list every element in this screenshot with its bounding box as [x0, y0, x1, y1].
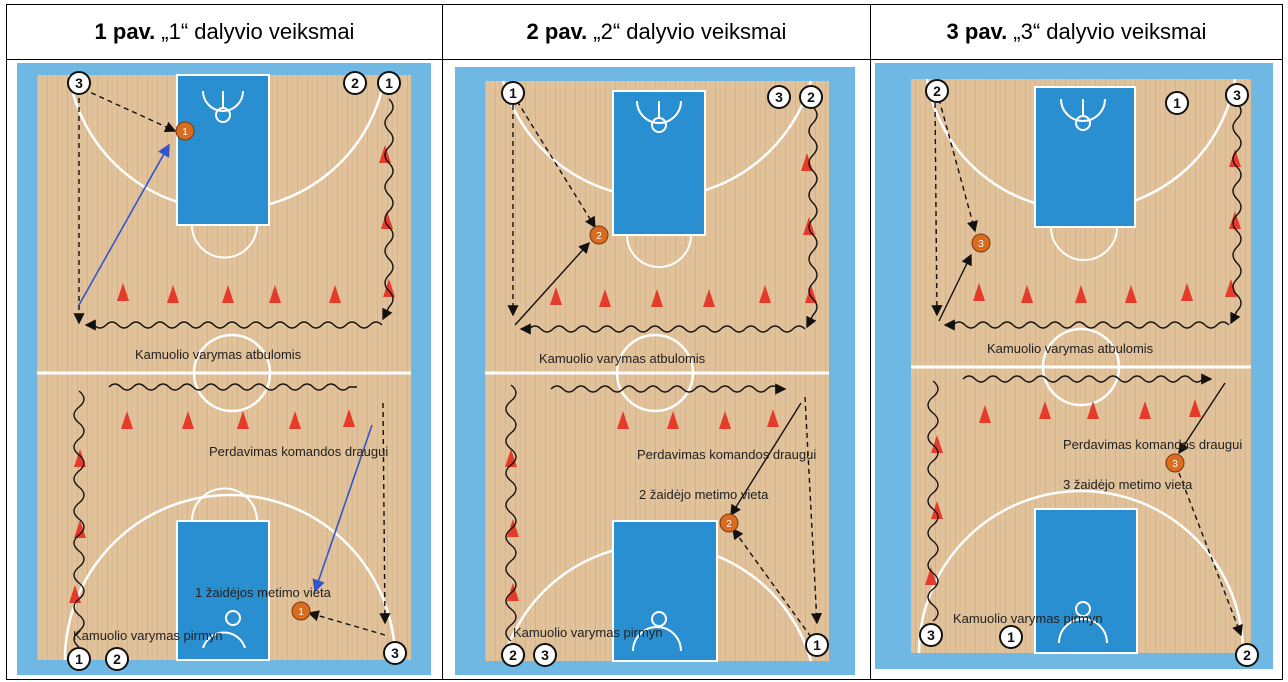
svg-text:3: 3 — [541, 647, 549, 663]
player-marker: 2 — [1236, 644, 1258, 666]
header-divider — [7, 59, 1282, 60]
svg-text:1: 1 — [298, 607, 304, 618]
player-marker: 3 — [384, 642, 406, 664]
player-marker: 2 — [800, 86, 822, 108]
svg-text:2: 2 — [933, 83, 941, 99]
svg-text:2: 2 — [509, 647, 517, 663]
header-3-text: „3“ dalyvio veiksmai — [1013, 19, 1206, 45]
paint-top — [1035, 87, 1135, 227]
player-marker: 3 — [68, 72, 90, 94]
court-diagram-1: 1 1 3 2 1 1 2 3 Kamuolio varymas atbulom… — [17, 63, 431, 675]
label-shot-spot: 1 žaidėjos metimo vieta — [195, 585, 332, 600]
label-backward-dribble: Kamuolio varymas atbulomis — [987, 341, 1154, 356]
player-marker: 3 — [534, 644, 556, 666]
player-marker: 2 — [344, 72, 366, 94]
svg-text:3: 3 — [1233, 87, 1241, 103]
player-marker: 3 — [920, 624, 942, 646]
label-pass: Perdavimas komandos draugui — [1063, 437, 1242, 452]
svg-text:1: 1 — [509, 85, 517, 101]
header-3-bold: 3 pav. — [947, 19, 1008, 45]
header-2-bold: 2 pav. — [527, 19, 588, 45]
svg-text:1: 1 — [813, 637, 821, 653]
paint-bottom — [1035, 509, 1137, 653]
column-divider — [442, 5, 443, 679]
player-marker: 2 — [502, 644, 524, 666]
player-marker: 1 — [806, 634, 828, 656]
label-forward-dribble: Kamuolio varymas pirmyn — [73, 628, 223, 643]
ball-bottom: 1 — [292, 602, 310, 620]
ball-bottom: 3 — [1166, 454, 1184, 472]
player-marker: 1 — [1000, 626, 1022, 648]
ball-top: 3 — [972, 234, 990, 252]
label-forward-dribble: Kamuolio varymas pirmyn — [953, 611, 1103, 626]
ball-top: 1 — [176, 122, 194, 140]
label-pass: Perdavimas komandos draugui — [637, 447, 816, 462]
svg-text:2: 2 — [113, 651, 121, 667]
player-marker: 3 — [1226, 84, 1248, 106]
header-1-text: „1“ dalyvio veiksmai — [161, 19, 354, 45]
svg-text:1: 1 — [75, 651, 83, 667]
header-2: 2 pav. „2“ dalyvio veiksmai — [443, 5, 870, 59]
label-shot-spot: 2 žaidėjo metimo vieta — [639, 487, 769, 502]
court-diagram-2: 2 2 1 3 2 2 3 1 Kamuolio varymas atbulom… — [455, 67, 855, 675]
court-svg-1: 1 1 3 2 1 1 2 3 Kamuolio varymas atbulom… — [17, 63, 431, 675]
ball-bottom: 2 — [720, 514, 738, 532]
diagram-table: 1 pav. „1“ dalyvio veiksmai 2 pav. „2“ d… — [6, 4, 1283, 680]
svg-text:2: 2 — [726, 519, 732, 530]
player-marker: 2 — [106, 648, 128, 670]
ball-top: 2 — [590, 226, 608, 244]
svg-text:1: 1 — [1007, 629, 1015, 645]
svg-text:1: 1 — [385, 75, 393, 91]
svg-text:1: 1 — [182, 127, 188, 138]
header-2-text: „2“ dalyvio veiksmai — [593, 19, 786, 45]
column-divider — [870, 5, 871, 679]
svg-text:2: 2 — [596, 231, 602, 242]
svg-text:3: 3 — [391, 645, 399, 661]
player-marker: 1 — [1166, 92, 1188, 114]
court-diagram-3: 3 3 2 1 3 3 1 2 Kamuolio varymas atbulom… — [875, 63, 1273, 669]
player-marker: 1 — [502, 82, 524, 104]
label-backward-dribble: Kamuolio varymas atbulomis — [539, 351, 706, 366]
player-marker: 3 — [768, 86, 790, 108]
svg-text:2: 2 — [351, 75, 359, 91]
court-svg-3: 3 3 2 1 3 3 1 2 Kamuolio varymas atbulom… — [875, 63, 1273, 669]
player-marker: 2 — [926, 80, 948, 102]
label-backward-dribble: Kamuolio varymas atbulomis — [135, 347, 302, 362]
svg-text:3: 3 — [75, 75, 83, 91]
svg-text:2: 2 — [807, 89, 815, 105]
court-svg-2: 2 2 1 3 2 2 3 1 Kamuolio varymas atbulom… — [455, 67, 855, 675]
header-1-bold: 1 pav. — [95, 19, 156, 45]
label-forward-dribble: Kamuolio varymas pirmyn — [513, 625, 663, 640]
svg-text:1: 1 — [1173, 95, 1181, 111]
label-pass: Perdavimas komandos draugui — [209, 444, 388, 459]
header-3: 3 pav. „3“ dalyvio veiksmai — [871, 5, 1282, 59]
player-marker: 1 — [68, 648, 90, 670]
paint-bottom — [613, 521, 717, 661]
svg-text:3: 3 — [978, 239, 984, 250]
svg-text:3: 3 — [775, 89, 783, 105]
svg-text:3: 3 — [1172, 459, 1178, 470]
player-marker: 1 — [378, 72, 400, 94]
label-shot-spot: 3 žaidėjo metimo vieta — [1063, 477, 1193, 492]
header-1: 1 pav. „1“ dalyvio veiksmai — [7, 5, 442, 59]
svg-text:3: 3 — [927, 627, 935, 643]
svg-text:2: 2 — [1243, 647, 1251, 663]
